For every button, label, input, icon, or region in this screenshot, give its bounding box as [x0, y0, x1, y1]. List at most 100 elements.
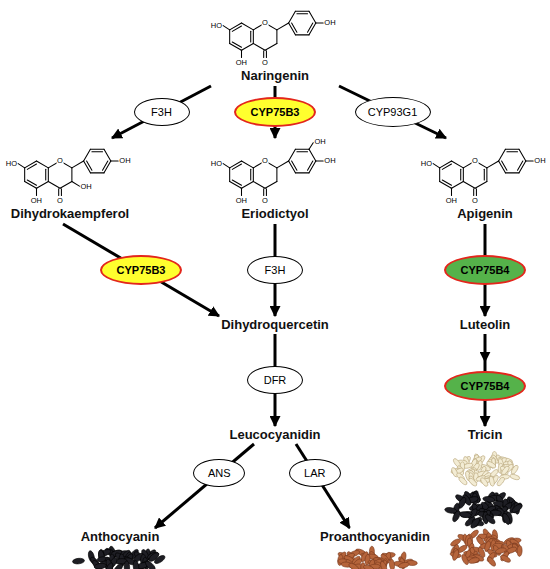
chemical-bond	[309, 11, 316, 23]
enzyme-name: CYP75B4	[461, 264, 510, 276]
chemical-bond	[276, 168, 277, 182]
chemical-bond	[84, 161, 91, 173]
chemical-bond	[292, 161, 297, 170]
seed-grain	[459, 511, 472, 519]
enzyme-oval: F3H	[247, 256, 303, 284]
chemical-bond	[440, 181, 452, 188]
chemical-bond	[92, 151, 103, 152]
seed-grain	[480, 477, 489, 488]
enzyme-name: CYP93G1	[368, 106, 418, 118]
chemical-bond	[241, 188, 242, 195]
atom-label: O	[262, 59, 268, 67]
chemical-bond	[486, 168, 487, 182]
chemical-bond	[295, 149, 309, 150]
seed-grain	[468, 477, 478, 487]
enzyme-name: F3H	[151, 106, 172, 118]
chemical-bond	[232, 164, 241, 169]
pathway-arrow	[63, 224, 219, 316]
seed-grain	[517, 545, 522, 556]
enzyme-oval: CYP75B3	[234, 97, 316, 127]
enzyme-oval: ANS	[193, 459, 245, 487]
chemical-bond	[253, 30, 254, 44]
seed-grain	[501, 465, 511, 476]
chemical-bond	[250, 31, 251, 42]
chemical-bond	[452, 161, 464, 168]
chemical-bond	[72, 181, 80, 186]
chemical-bond	[253, 43, 265, 50]
atom-label: OH	[324, 157, 335, 165]
chemical-bond	[452, 181, 464, 188]
seed-grain	[484, 513, 497, 525]
compound-node: Dihydroquercetin	[205, 316, 345, 334]
chemical-bond	[316, 161, 323, 162]
atom-label: HO	[211, 160, 222, 168]
chemical-bond	[242, 181, 254, 188]
chemical-bond	[37, 181, 49, 188]
chemical-bond	[266, 189, 267, 196]
chemical-bond	[502, 161, 507, 170]
chemical-bond	[18, 164, 24, 168]
seed-grain	[72, 558, 85, 565]
seed-grain	[124, 561, 130, 569]
compound-node: Tricin	[445, 426, 525, 444]
chemical-bond	[87, 161, 92, 170]
chemical-bond	[48, 181, 60, 188]
chemical-bond	[250, 169, 251, 180]
atom-label: O	[262, 19, 269, 27]
chemical-bond	[505, 149, 519, 150]
compound-node: Leucocyanidin	[205, 426, 345, 444]
chemical-bond	[519, 161, 526, 173]
chemical-bond	[463, 168, 464, 182]
chemical-bond	[451, 188, 452, 195]
chemical-bond	[104, 149, 111, 161]
chemical-bond	[263, 189, 264, 196]
atom-label: O	[57, 197, 63, 205]
seed-grain	[468, 557, 480, 565]
chemical-structure	[212, 0, 338, 67]
chemical-bond	[499, 149, 506, 161]
compound-name: Tricin	[445, 426, 525, 444]
atom-label: OH	[119, 157, 130, 165]
chemical-bond	[242, 161, 254, 168]
chemical-bond	[60, 181, 72, 188]
atom-label: OH	[81, 183, 92, 191]
chemical-bond	[297, 151, 308, 152]
chemical-bond	[316, 23, 323, 24]
atom-label: O	[262, 157, 269, 165]
atom-label: OH	[236, 197, 247, 205]
enzyme-name: ANS	[208, 467, 231, 479]
seed-grain	[496, 476, 506, 487]
chemical-bond	[90, 149, 104, 150]
chemical-bond	[526, 161, 533, 162]
compound-node: ApigeninOHOHOOHO	[420, 138, 550, 224]
seed-grain	[501, 512, 511, 525]
chemical-bond	[309, 143, 313, 149]
chemical-bond	[266, 51, 267, 58]
chemical-bond	[484, 169, 485, 180]
enzyme-oval: CYP75B4	[444, 371, 526, 401]
chemical-bond	[253, 168, 254, 182]
seed-grain	[451, 510, 461, 523]
chemical-bond	[232, 180, 241, 185]
atom-label: HO	[421, 160, 432, 168]
enzyme-name: CYP75B3	[251, 106, 300, 118]
seed-grain	[469, 517, 481, 530]
chemical-bond	[229, 168, 230, 182]
atom-label: OH	[534, 157, 545, 165]
chemical-bond	[295, 11, 309, 12]
chemical-bond	[308, 23, 313, 32]
chemical-bond	[232, 42, 241, 47]
seed-grain	[509, 473, 520, 480]
compound-node: Luteolin	[435, 316, 535, 334]
chemical-bond	[27, 164, 36, 169]
chemical-bond	[309, 161, 316, 173]
seed-grain	[144, 560, 157, 569]
seed-grain	[363, 564, 375, 569]
atom-label: OH	[236, 59, 247, 67]
chemical-bond	[263, 51, 264, 58]
compound-name: Eriodictyol	[210, 205, 340, 223]
pathway-arrow	[339, 86, 446, 138]
chemical-bond	[27, 180, 36, 185]
chemical-bond	[265, 43, 277, 50]
atom-label: OH	[324, 19, 335, 27]
